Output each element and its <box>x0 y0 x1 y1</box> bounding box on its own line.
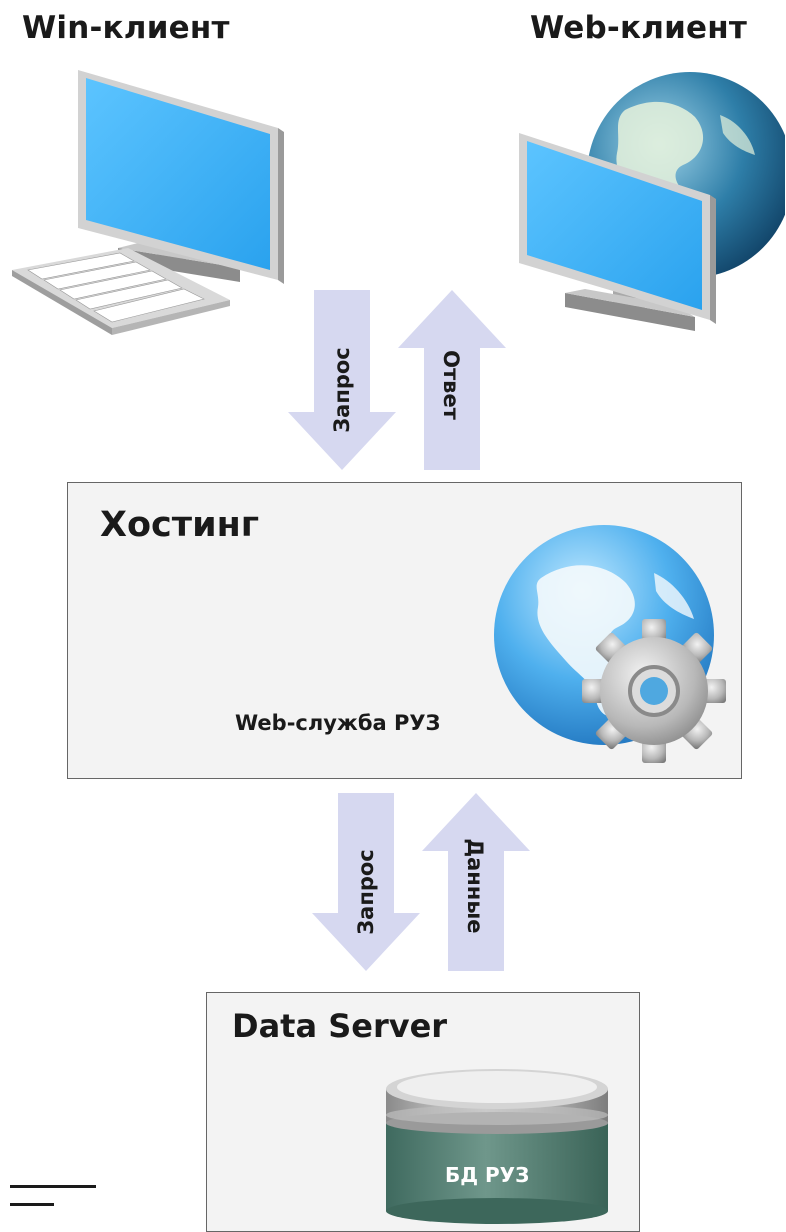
database-cylinder-icon <box>386 1069 608 1224</box>
data-up-arrow <box>422 793 530 971</box>
web-client-label: Web-клиент <box>530 10 748 46</box>
data-server-box: Data Server БД РУЗ <box>206 992 640 1232</box>
desktop-computer-icon <box>12 70 284 335</box>
request-down-arrow-bottom <box>312 793 420 971</box>
monitor-icon <box>519 72 785 331</box>
db-label: БД РУЗ <box>445 1163 530 1187</box>
data-label: Данные <box>463 838 487 934</box>
request-label-bottom: Запрос <box>354 849 378 935</box>
response-label-top: Ответ <box>439 350 463 420</box>
web-service-globe-icon <box>494 525 726 763</box>
hosting-box: Хостинг Web-служба РУЗ <box>67 482 742 779</box>
request-label-top: Запрос <box>330 347 354 433</box>
menu-lines-icon <box>10 1185 96 1188</box>
menu-line-short <box>10 1203 54 1206</box>
response-up-arrow <box>398 290 506 470</box>
request-down-arrow <box>288 290 396 470</box>
win-client-label: Win-клиент <box>22 10 230 46</box>
gear-icon <box>582 619 726 763</box>
data-server-title: Data Server <box>232 1007 448 1045</box>
hosting-title: Хостинг <box>100 505 260 545</box>
keyboard-icon <box>12 248 230 335</box>
web-service-label: Web-служба РУЗ <box>235 711 441 735</box>
